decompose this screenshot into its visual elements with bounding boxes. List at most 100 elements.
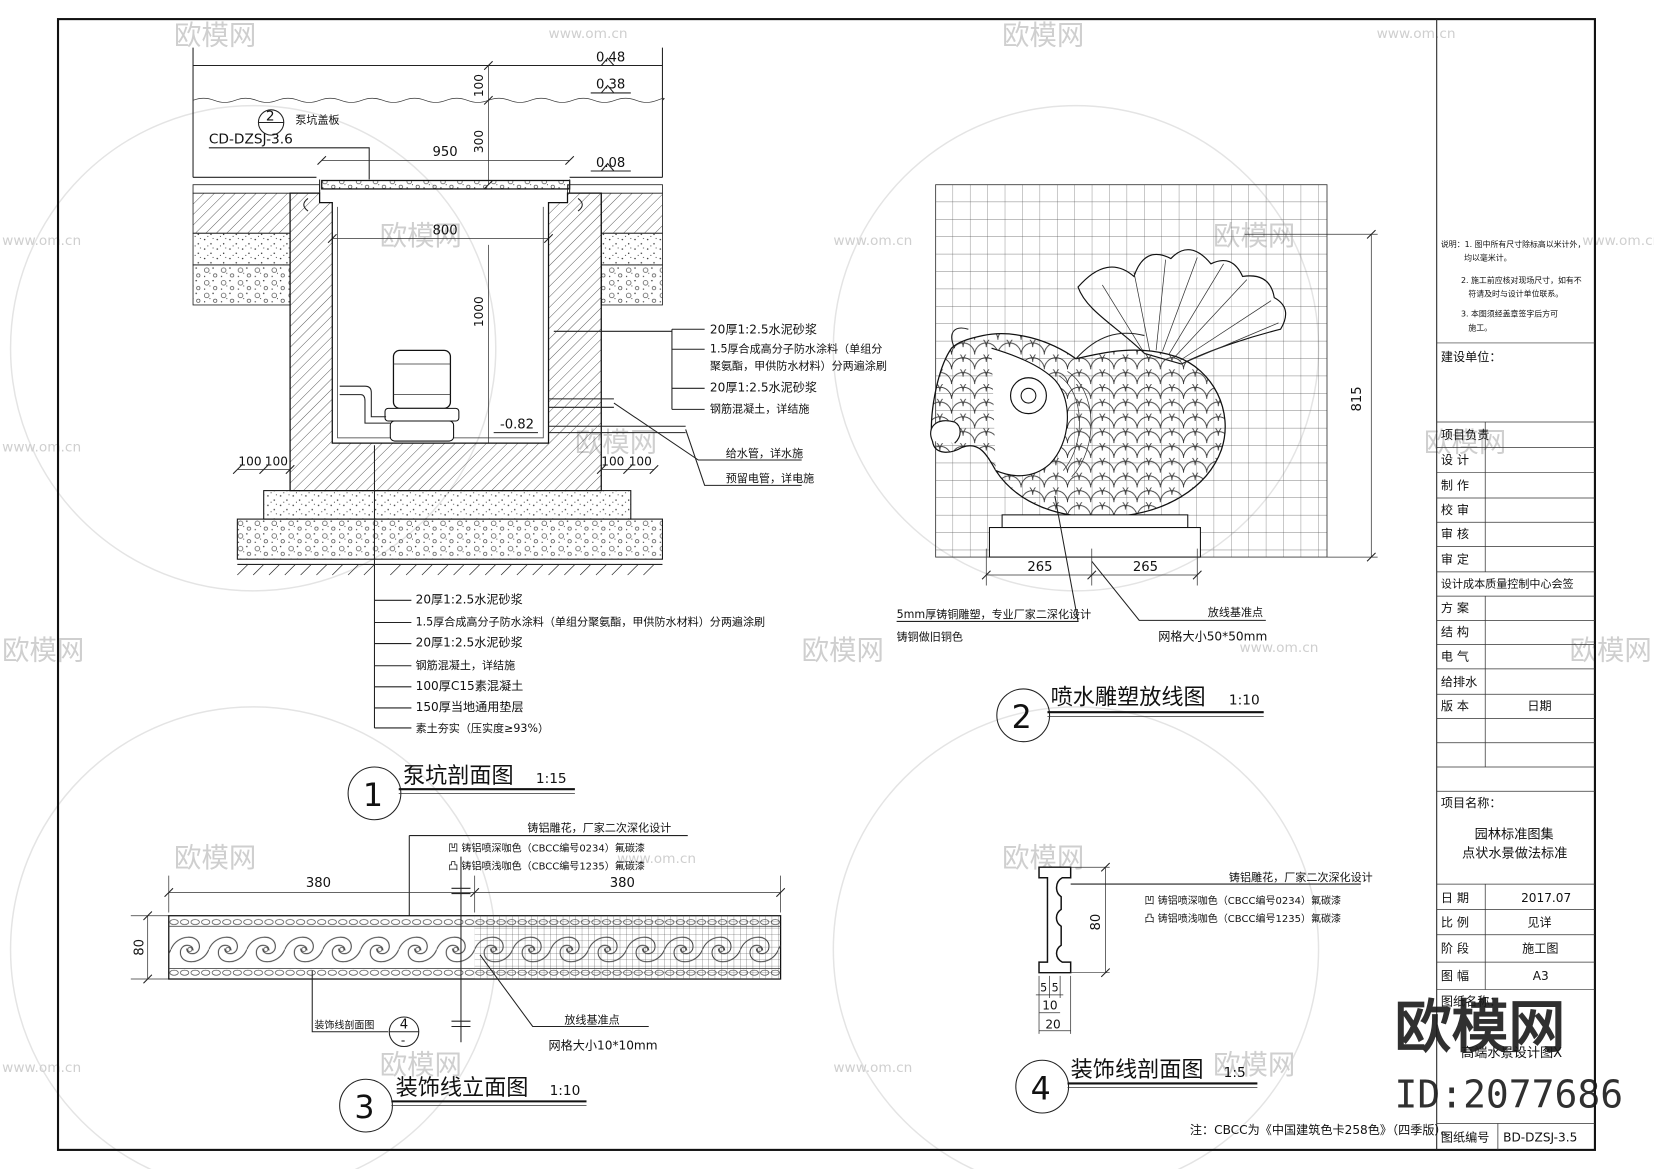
grid-note: 网格大小10*10mm (549, 1038, 658, 1053)
wall-note: 1.5厚合成高分子防水涂料（单组分 (710, 341, 882, 355)
tb-project-name: 点状水景做法标准 (1462, 846, 1567, 862)
dim-ticks (164, 887, 786, 898)
tb-countersign: 设计成本质量控制中心会签 (1441, 577, 1574, 591)
watermark-brand: 欧模网 (2, 635, 84, 666)
dim-ticks (1366, 229, 1376, 562)
dim-right-outer: 100 (629, 454, 652, 468)
fish-mouth (930, 420, 961, 444)
detail-number: 2 (1012, 700, 1032, 736)
level-marker-water: 0.38 (590, 78, 631, 94)
concave-note: 凹 铸铝喷深咖色（CBCC编号0234）氟碳漆 (1145, 894, 1342, 907)
watermark-url: www.om.cn (1377, 26, 1456, 42)
dim-water-depth: 300 (472, 130, 486, 153)
tb-discipline: 结 构 (1441, 624, 1469, 639)
tail-fin-rays (1102, 257, 1279, 364)
sculpture-base (988, 527, 1201, 558)
pump-outlet-pipe (339, 385, 387, 418)
watermark-brand: 欧模网 (1570, 635, 1652, 666)
detail-number: 1 (363, 778, 383, 814)
pump-motor-lines (393, 363, 451, 395)
paving-right (567, 184, 663, 194)
dim-ticks (143, 911, 153, 984)
fish-eye-outer (1009, 377, 1047, 415)
level-bottom: -0.82 (500, 417, 534, 432)
watermark-url: www.om.cn (833, 233, 912, 249)
tb-role: 审 核 (1441, 526, 1469, 541)
dim-line (168, 875, 781, 913)
watermark-url: www.om.cn (2, 1060, 81, 1076)
fish-gill-lines (1058, 371, 1092, 478)
tb-info-value: A3 (1533, 969, 1549, 983)
cover-ref-label: 泵坑盖板 (295, 113, 339, 127)
tail-fin (1077, 249, 1287, 365)
cover-supports (319, 179, 571, 194)
fish-eye-pupil (1020, 387, 1037, 404)
watermark-url: www.om.cn (2, 440, 81, 456)
base-note: 1.5厚合成高分子防水涂料（单组分聚氨酯，甲供防水材料）分两遍涂刷 (416, 615, 765, 629)
dim-line (1070, 866, 1110, 974)
concave-note: 凹 铸铝喷深咖色（CBCC编号0234）氟碳漆 (448, 841, 645, 854)
footnote: 注：CBCC为《中国建筑色卡258色》（四季版）。 (1190, 1122, 1453, 1137)
level-text: 0.08 (596, 156, 625, 171)
leader-line (1091, 560, 1266, 621)
detail-scale: 1:15 (536, 771, 567, 787)
level-marker-top: 0.48 (590, 50, 631, 67)
fish-fin-lines (951, 327, 1145, 360)
watermark-url: www.om.cn (1239, 640, 1318, 656)
pump-motor (392, 349, 452, 409)
gravel-layer-right (600, 264, 663, 306)
leader-line (685, 429, 802, 486)
watermark-url: www.om.cn (617, 851, 696, 867)
moulding-inner-lines (168, 925, 781, 969)
leader-line (479, 954, 649, 1028)
concrete-layer-left (192, 192, 291, 234)
gravel-bedding (236, 518, 663, 560)
leader-line (373, 445, 412, 729)
detail-scale: 1:10 (550, 1083, 581, 1099)
leader-line (311, 970, 389, 1033)
dim-line (985, 548, 1198, 586)
tb-role: 项目负责 (1441, 428, 1490, 442)
pit-cover-plate (321, 179, 571, 190)
sculpture-material-note: 5mm厚铸铜雕塑，专业厂家二深化设计 (897, 607, 1092, 621)
dim-bottom: 5 (1040, 982, 1047, 995)
level-text: 0.48 (596, 50, 625, 65)
convex-note: 凸 铸铝喷浅咖色（CBCC编号1235）氟碳漆 (448, 859, 645, 872)
tb-role: 设 计 (1441, 453, 1469, 467)
watermark-circle (9, 104, 497, 592)
dim-line (1244, 233, 1378, 558)
concrete-layer-right (600, 192, 663, 234)
water-surface-line (192, 97, 665, 103)
dim-bottom: 10 (1042, 999, 1057, 1013)
tb-info-value: 2017.07 (1521, 891, 1571, 905)
sand-layer-right (600, 232, 663, 266)
detail-number-circle (1015, 1059, 1070, 1114)
dim-freeboard: 100 (472, 74, 486, 97)
detail-number: 4 (1031, 1071, 1051, 1107)
tb-note-line: 说明：1. 图中所有尺寸除标高以米计外， (1441, 239, 1585, 249)
tb-info-label: 日 期 (1441, 891, 1469, 905)
tb-project-name: 园林标准图集 (1475, 827, 1554, 843)
pump-housing (384, 407, 460, 422)
watermark-circle (832, 706, 1320, 1169)
design-note: 铸铝雕花，厂家二次深化设计 (1229, 870, 1373, 884)
tb-version-date: 日期 (1527, 699, 1551, 713)
detail-1-pump-pit-section: 0.48 0.38 0.08 100 300 2 泵坑盖板 CD-DZSJ-3.… (192, 47, 887, 821)
watermark-brand-large: 欧模网 (1395, 995, 1566, 1061)
tb-project-label: 项目名称： (1441, 795, 1502, 810)
dim-segment-left: 380 (306, 876, 331, 891)
dim-ticks (317, 155, 575, 166)
detail-2-sculpture-setting-out: 815 265 265 5mm厚铸铜雕塑，专业厂家二深化设计 铸铜做旧铜色 放线… (896, 184, 1378, 743)
dim-height: 80 (132, 939, 147, 956)
dim-segment-right: 380 (610, 876, 635, 891)
dim-cover-width: 950 (432, 145, 457, 160)
base-note: 150厚当地通用垫层 (416, 699, 524, 714)
tb-note-line: 符请及时与设计单位联系。 (1468, 289, 1563, 299)
watermark-brand: 欧模网 (802, 635, 884, 666)
detail-title: 装饰线剖面图 (1071, 1057, 1204, 1083)
dim-right-inner: 100 (601, 454, 624, 468)
tb-note-line: 施工。 (1468, 322, 1492, 332)
tb-grid-columns (1484, 422, 1499, 1150)
detail-number: 3 (354, 1090, 374, 1126)
dim-left-width: 265 (1027, 560, 1052, 575)
